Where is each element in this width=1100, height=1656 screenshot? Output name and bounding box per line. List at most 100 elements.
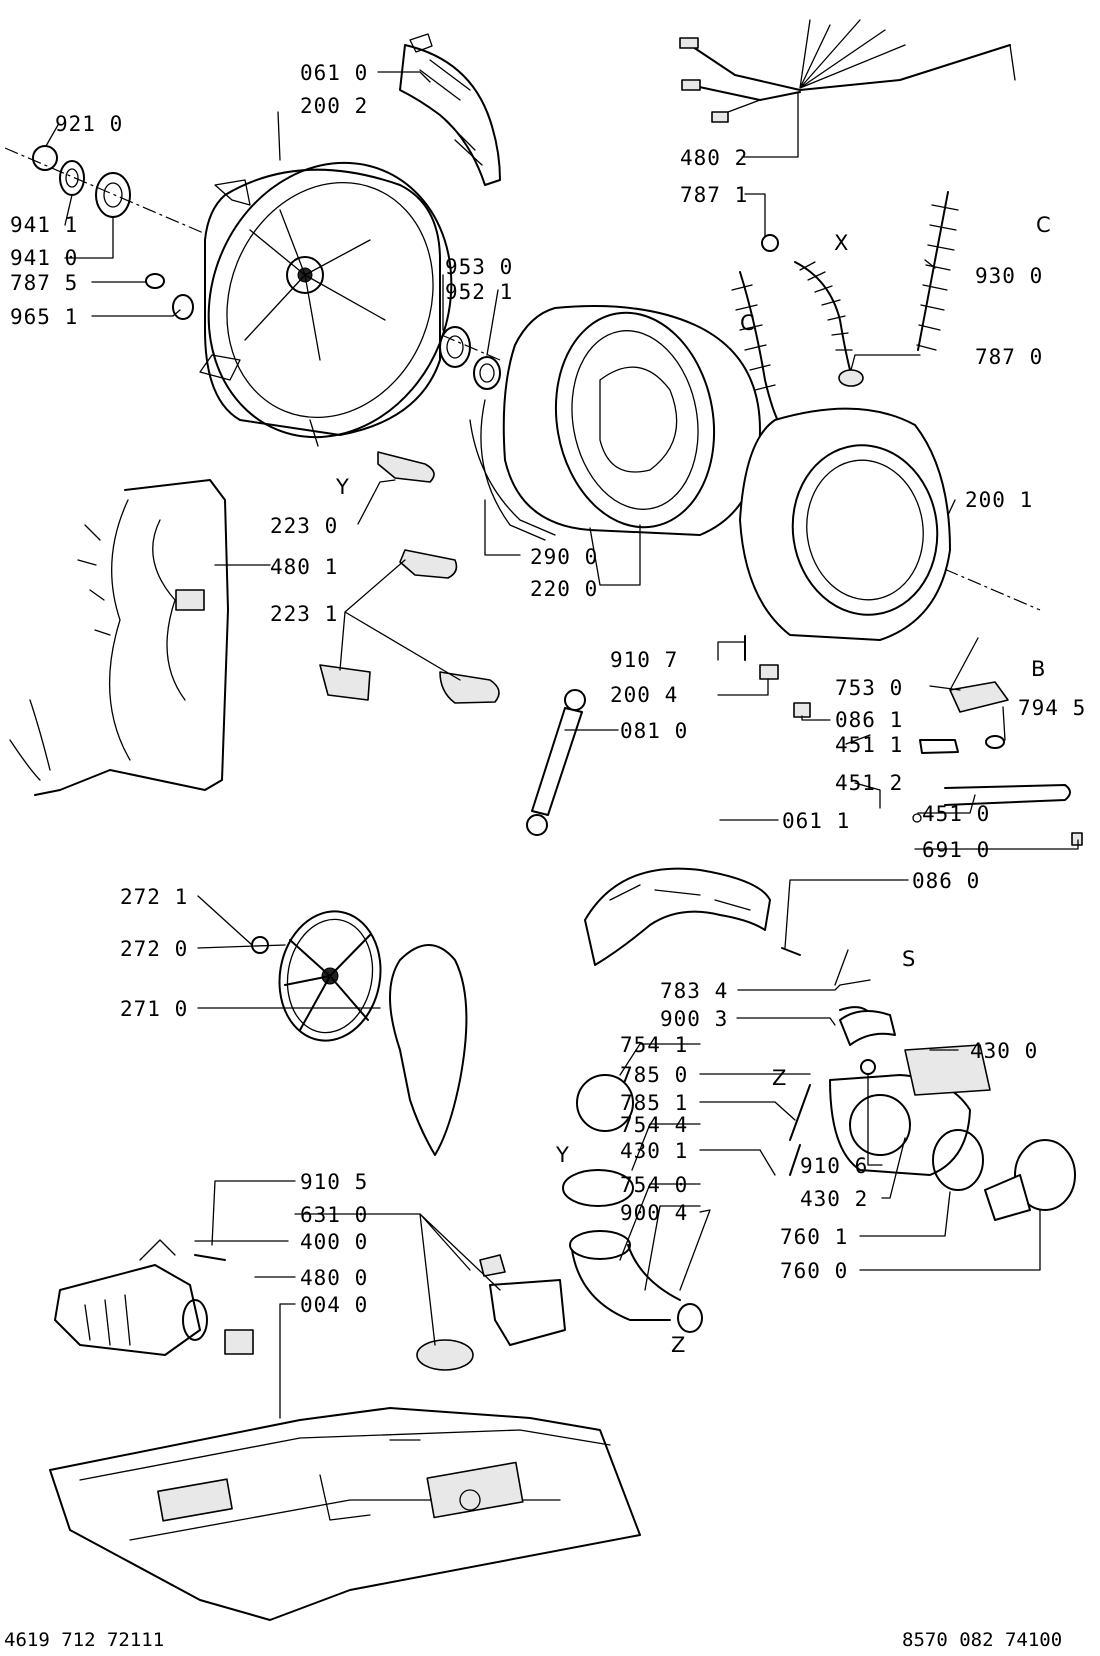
label-223-1: 223 1 (270, 602, 338, 626)
label-451-2: 451 2 (835, 771, 903, 795)
label-220-0: 220 0 (530, 577, 598, 601)
drain-hose-elbow (839, 1010, 896, 1046)
label-754-0: 754 0 (620, 1173, 688, 1197)
label-480-2: 480 2 (680, 146, 748, 170)
callout-s: S (902, 947, 915, 971)
drive-belt (389, 944, 468, 1156)
label-086-0: 086 0 (912, 869, 980, 893)
callout-b: B (1031, 657, 1045, 681)
label-785-1: 785 1 (620, 1091, 688, 1115)
leader-lines (45, 71, 1079, 1419)
label-200-4: 200 4 (610, 683, 678, 707)
part-labels: 061 0 200 2 921 0 941 1 941 0 787 5 965 … (10, 61, 1085, 1317)
filter-gasket (932, 1129, 984, 1191)
label-754-1: 754 1 (620, 1033, 688, 1057)
drum-lifter-top (377, 451, 435, 483)
base-plate (49, 1407, 641, 1621)
label-451-0: 451 0 (922, 802, 990, 826)
callout-letters: Y X C C B S Z Y Z (335, 213, 1051, 1357)
sump-ring (562, 1169, 634, 1207)
shock-absorber (526, 689, 586, 836)
label-223-0: 223 0 (270, 514, 338, 538)
drum-lifter-left (319, 664, 371, 701)
interference-parts (416, 1254, 566, 1371)
label-200-1: 200 1 (965, 488, 1033, 512)
label-272-0: 272 0 (120, 937, 188, 961)
callout-c-left: C (740, 311, 755, 335)
label-900-4: 900 4 (620, 1201, 688, 1225)
counterweight-front (584, 867, 771, 966)
wiring-harness-top (679, 19, 1016, 123)
callout-z-bottom: Z (671, 1333, 685, 1357)
label-631-0: 631 0 (300, 1203, 368, 1227)
label-930-0: 930 0 (975, 264, 1043, 288)
drum (480, 305, 761, 541)
hose-clamp-small (761, 234, 779, 252)
motor-screw (194, 1254, 226, 1261)
screw-086-0 (781, 947, 801, 956)
bracket-200-4 (759, 664, 779, 680)
callout-y-bottom: Y (555, 1143, 569, 1167)
label-691-0: 691 0 (922, 838, 990, 862)
label-754-4: 754 4 (620, 1113, 688, 1137)
label-753-0: 753 0 (835, 676, 903, 700)
label-785-0: 785 0 (620, 1063, 688, 1087)
rear-tub-half (199, 161, 453, 439)
callout-z-top: Z (772, 1066, 786, 1090)
callout-x: X (834, 231, 848, 255)
bearing-set (32, 145, 194, 320)
pulley-nut (251, 936, 269, 954)
label-910-6: 910 6 (800, 1154, 868, 1178)
label-783-4: 783 4 (660, 979, 728, 1003)
counterweight-top (399, 33, 501, 186)
label-004-0: 004 0 (300, 1293, 368, 1317)
label-952-1: 952 1 (445, 280, 513, 304)
label-290-0: 290 0 (530, 545, 598, 569)
label-430-0: 430 0 (970, 1039, 1038, 1063)
callout-y-top: Y (335, 475, 349, 499)
pump-pin (789, 1084, 811, 1141)
label-271-0: 271 0 (120, 997, 188, 1021)
label-787-0: 787 0 (975, 345, 1043, 369)
label-200-2: 200 2 (300, 94, 368, 118)
footer-right-code: 8570 082 74100 (902, 1629, 1062, 1651)
drum-lifter-right (439, 671, 500, 704)
label-430-1: 430 1 (620, 1139, 688, 1163)
heater-element (912, 739, 1083, 846)
label-061-1: 061 1 (782, 809, 850, 833)
sump-hose (569, 1230, 703, 1333)
label-061-0: 061 0 (300, 61, 368, 85)
label-480-0: 480 0 (300, 1266, 368, 1290)
label-910-5: 910 5 (300, 1170, 368, 1194)
front-tub-half (739, 407, 951, 641)
check-ball (576, 1074, 634, 1132)
label-787-1: 787 1 (680, 183, 748, 207)
callout-c-right: C (1036, 213, 1051, 237)
dispenser-hose (739, 271, 781, 426)
label-760-0: 760 0 (780, 1259, 848, 1283)
label-086-1: 086 1 (835, 708, 903, 732)
drum-rear-rim (469, 419, 556, 536)
label-953-0: 953 0 (445, 255, 513, 279)
label-965-1: 965 1 (10, 305, 78, 329)
bracket-086-1 (793, 702, 811, 718)
label-451-1: 451 1 (835, 733, 903, 757)
drum-lifter-mid (399, 549, 458, 579)
label-400-0: 400 0 (300, 1230, 368, 1254)
label-941-1: 941 1 (10, 213, 78, 237)
label-081-0: 081 0 (620, 719, 688, 743)
label-787-5: 787 5 (10, 271, 78, 295)
label-941-0: 941 0 (10, 246, 78, 270)
drum-pulley (278, 910, 382, 1042)
footer-left-code: 4619 712 72111 (4, 1629, 164, 1651)
ntc-sensor (949, 681, 1009, 713)
label-910-7: 910 7 (610, 648, 678, 672)
label-430-2: 430 2 (800, 1187, 868, 1211)
motor (54, 1239, 208, 1356)
label-760-1: 760 1 (780, 1225, 848, 1249)
pump-spring (789, 1144, 801, 1176)
gasket-794-5 (985, 735, 1005, 749)
wiring-harness-main (9, 479, 229, 796)
label-480-1: 480 1 (270, 555, 338, 579)
